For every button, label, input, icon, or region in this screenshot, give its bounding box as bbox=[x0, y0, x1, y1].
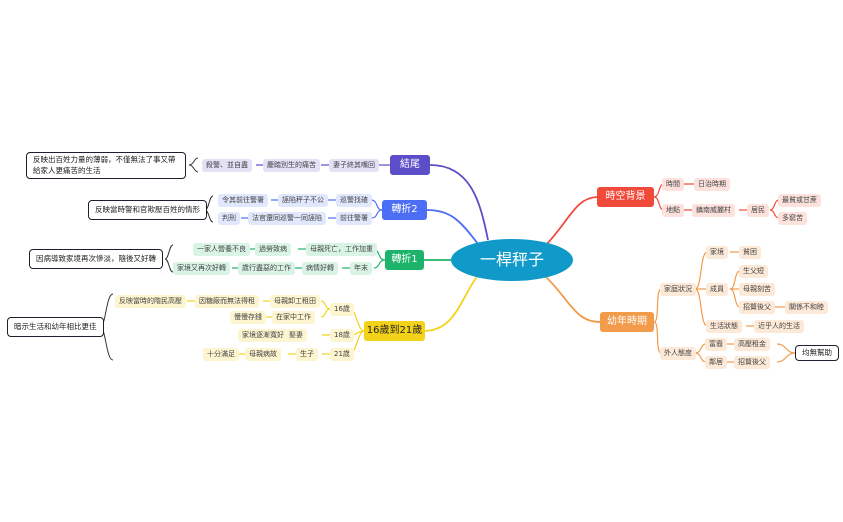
link-childhood bbox=[544, 275, 601, 323]
node-home[interactable]: 家境 bbox=[706, 246, 728, 259]
node-village[interactable]: 鎮南威麗村 bbox=[692, 204, 735, 217]
node-turn1-better[interactable]: 家境又再次好轉 bbox=[173, 262, 230, 275]
node-ending-pain[interactable]: 慶踏別生的痛苦 bbox=[263, 159, 320, 172]
node-18-better[interactable]: 家境逐漸寬好 bbox=[238, 329, 288, 342]
node-turn2-judge[interactable]: 法官還同巡警一同誣陷 bbox=[248, 212, 326, 225]
node-turn2-station[interactable]: 前往警署 bbox=[336, 212, 372, 225]
node-poor[interactable]: 貧困 bbox=[739, 246, 761, 259]
node-turn2-frame[interactable]: 誣陷秤子不公 bbox=[278, 194, 328, 207]
note-ending[interactable]: 反映出百姓力量的薄弱，不僅無法了事又帶給家人更痛苦的生活 bbox=[26, 152, 186, 179]
node-18-marry[interactable]: 娶妻 bbox=[285, 329, 307, 342]
node-turn2-order[interactable]: 令其前往警署 bbox=[218, 194, 268, 207]
node-family[interactable]: 家庭狀況 bbox=[660, 283, 696, 296]
node-outside[interactable]: 外人態度 bbox=[660, 347, 696, 360]
node-turn1-yearend[interactable]: 年末 bbox=[350, 262, 372, 275]
node-neighbor[interactable]: 鄰居 bbox=[705, 356, 727, 369]
node-16-oppression[interactable]: 反映當時的階民高壓 bbox=[115, 295, 186, 308]
node-residents[interactable]: 居民 bbox=[747, 204, 769, 217]
node-ending-suicide[interactable]: 殺警、並自盡 bbox=[202, 159, 252, 172]
node-place[interactable]: 地點 bbox=[662, 204, 684, 217]
node-member-3[interactable]: 招贅後父 bbox=[739, 301, 775, 314]
note-childhood[interactable]: 均無幫助 bbox=[795, 345, 839, 361]
branch-turn2[interactable]: 轉折2 bbox=[382, 200, 427, 220]
node-21-son[interactable]: 生子 bbox=[296, 348, 318, 361]
note-youth[interactable]: 暗示生活和幼年相比更佳 bbox=[7, 317, 104, 337]
node-member-1[interactable]: 生父短 bbox=[739, 265, 768, 278]
node-member-2[interactable]: 母親刻苦 bbox=[739, 283, 775, 296]
branch-ending[interactable]: 結尾 bbox=[390, 155, 430, 175]
node-turn1-mother[interactable]: 母親死亡，工作加重 bbox=[306, 243, 377, 256]
node-rich-desc[interactable]: 高壓租金 bbox=[734, 338, 770, 351]
node-turn1-recover[interactable]: 病情好轉 bbox=[302, 262, 338, 275]
node-age-18[interactable]: 18歲 bbox=[330, 329, 354, 342]
node-age-21[interactable]: 21歲 bbox=[330, 348, 354, 361]
node-life-desc[interactable]: 近乎人的生活 bbox=[754, 320, 804, 333]
node-life[interactable]: 生活狀態 bbox=[706, 320, 742, 333]
node-turn1-work[interactable]: 歲行盡惡的工作 bbox=[238, 262, 295, 275]
node-ending-wife[interactable]: 妻子終其嘴回 bbox=[329, 159, 379, 172]
branch-background[interactable]: 時空背景 bbox=[597, 187, 654, 207]
link-turn2 bbox=[426, 209, 479, 245]
node-turn2-police[interactable]: 巡警找碴 bbox=[336, 194, 372, 207]
node-res1[interactable]: 最貧或甘蔗 bbox=[778, 194, 821, 207]
node-members[interactable]: 成員 bbox=[706, 283, 728, 296]
note-turn2[interactable]: 反映當時警和官欺壓百姓的情形 bbox=[88, 200, 207, 220]
branch-childhood[interactable]: 幼年時期 bbox=[600, 312, 654, 332]
node-21-content[interactable]: 十分滿足 bbox=[203, 348, 239, 361]
note-turn1[interactable]: 因病導致家境再次慘淡，隨後又好轉 bbox=[29, 249, 163, 269]
node-neighbor-desc[interactable]: 招贅後父 bbox=[734, 356, 770, 369]
branch-turn1[interactable]: 轉折1 bbox=[385, 250, 424, 270]
node-age-16[interactable]: 16歲 bbox=[330, 303, 354, 316]
link-youth bbox=[424, 274, 479, 332]
node-era[interactable]: 日治時期 bbox=[694, 178, 730, 191]
node-rich[interactable]: 富裔 bbox=[705, 338, 727, 351]
node-member-3-relation[interactable]: 關係不和睦 bbox=[785, 301, 828, 314]
node-16-work[interactable]: 在家中工作 bbox=[272, 311, 315, 324]
central-topic[interactable]: 一桿秤子 bbox=[451, 239, 573, 281]
node-21-mother[interactable]: 母親病故 bbox=[245, 348, 281, 361]
node-turn1-sick[interactable]: 過勞致病 bbox=[255, 243, 291, 256]
node-res2[interactable]: 多窮苦 bbox=[778, 212, 807, 225]
node-16-sugar[interactable]: 因糖廠而無法得租 bbox=[195, 295, 259, 308]
node-turn2-sentence[interactable]: 判刑 bbox=[218, 212, 240, 225]
node-time[interactable]: 時間 bbox=[662, 178, 684, 191]
node-16-rent[interactable]: 母親卸工租田 bbox=[270, 295, 320, 308]
link-ending bbox=[429, 164, 489, 241]
node-16-save[interactable]: 慢慢存錢 bbox=[230, 311, 266, 324]
node-turn1-malnutrition[interactable]: 一家人營養不良 bbox=[193, 243, 250, 256]
link-background bbox=[544, 196, 598, 247]
branch-youth[interactable]: 16歲到21歲 bbox=[364, 321, 425, 341]
